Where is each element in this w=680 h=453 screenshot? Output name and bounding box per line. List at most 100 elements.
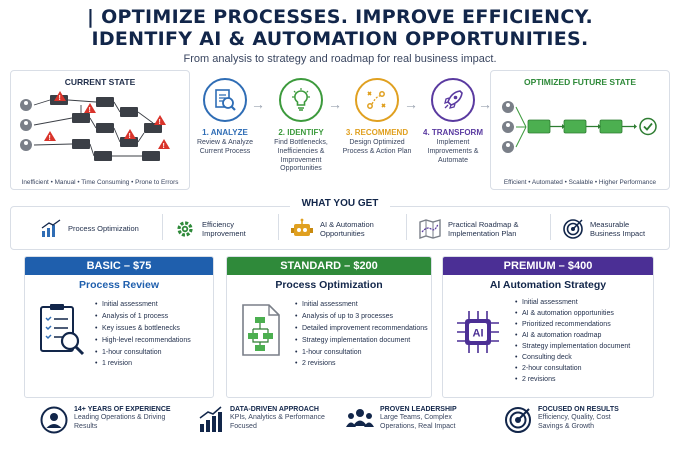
current-state-title: CURRENT STATE (64, 77, 136, 87)
rocket-icon (431, 78, 475, 122)
benefit-efficiency: Efficiency Improvement (174, 214, 264, 244)
benefit-label: Practical Roadmap & Implementation Plan (448, 219, 519, 238)
benefit-process-optimization: Process Optimization (40, 214, 150, 244)
process-document-icon (239, 301, 289, 366)
feature-item: 1-hour consultation (295, 349, 429, 358)
messy-process-diagram: !!! !!! (20, 91, 170, 161)
clipboard-magnifier-icon (37, 301, 87, 366)
map-icon (419, 219, 441, 239)
feature-item: High-level recommendations (95, 337, 213, 346)
headline-line-2: IDENTIFY AI & AUTOMATION OPPORTUNITIES. (91, 28, 589, 50)
feature-item: Strategy implementation document (295, 337, 429, 346)
credential-text: Leading Operations & Driving Results (74, 414, 166, 430)
svg-text:!: ! (49, 135, 51, 142)
feature-item: 1-hour consultation (95, 349, 213, 358)
arrow-icon: → (328, 96, 342, 112)
feature-item: Detailed improvement recommendations (295, 325, 429, 334)
feature-item: 2-hour consultation (515, 365, 653, 374)
svg-text:!: ! (89, 107, 91, 114)
step-description: Find Bottlenecks, Inefficiencies & Impro… (274, 139, 328, 173)
divider (278, 214, 279, 240)
feature-item: Consulting deck (515, 354, 653, 363)
step-description: Review & Analyze Current Process (196, 139, 254, 155)
divider (550, 214, 551, 240)
package-features: Initial assessment AI & automation oppor… (515, 299, 653, 387)
package-name: AI Automation Strategy (489, 279, 607, 291)
headline-subtitle: From analysis to strategy and roadmap fo… (183, 53, 497, 65)
package-name: Process Optimization (275, 279, 383, 291)
svg-text:!: ! (159, 119, 161, 126)
arrow-icon: → (404, 96, 418, 112)
package-name: Process Review (79, 279, 159, 291)
package-features: Initial assessment Analysis of 1 process… (95, 301, 213, 372)
svg-text:AI: AI (473, 328, 484, 340)
future-state-footer: Efficient • Automated • Scalable • Highe… (503, 179, 657, 186)
package-basic[interactable]: BASIC – $75 Process Review Initial asses… (24, 256, 214, 398)
benefit-roadmap: Practical Roadmap & Implementation Plan (418, 214, 538, 244)
credential-text: Large Teams, Complex Operations, Real Im… (380, 414, 456, 430)
person-icon (40, 406, 68, 434)
chart-icon (41, 219, 61, 237)
divider (406, 214, 407, 240)
step-transform: 4. TRANSFORM Implement Improvements & Au… (418, 78, 488, 165)
future-state-panel: OPTIMIZED FUTURE STATE Efficient • Autom… (490, 70, 670, 190)
package-header: STANDARD – $200 (227, 257, 431, 275)
step-recommend: 3. RECOMMEND Design Optimized Process & … (342, 78, 412, 157)
current-state-panel: CURRENT STATE !!! !!! Ineff (10, 70, 190, 190)
svg-text:!: ! (129, 133, 131, 140)
feature-item: Analysis of up to 3 processes (295, 313, 429, 322)
benefit-label: Process Optimization (68, 224, 139, 234)
feature-item: Strategy implementation document (515, 343, 653, 352)
robot-icon (291, 218, 313, 236)
headline-line-1: | OPTIMIZE PROCESSES. IMPROVE EFFICIENCY… (86, 6, 594, 28)
arrow-icon: → (478, 96, 492, 112)
process-steps: 1. ANALYZE Review & Analyze Current Proc… (190, 78, 492, 190)
benefit-label: Efficiency Improvement (202, 219, 246, 238)
benefit-ai-automation: AI & Automation Opportunities (290, 214, 400, 244)
step-title: 3. RECOMMEND (345, 128, 409, 137)
feature-item: AI & automation opportunities (515, 310, 653, 319)
package-premium[interactable]: PREMIUM – $400 AI Automation Strategy AI… (442, 256, 654, 398)
step-title: 4. TRANSFORM (423, 128, 483, 137)
credential-text: KPIs, Analytics & Performance Focused (230, 414, 325, 430)
credential-text: Efficiency, Quality, Cost Savings & Grow… (538, 414, 611, 430)
target-icon (563, 219, 583, 239)
package-header: BASIC – $75 (25, 257, 213, 275)
credential-heading: PROVEN LEADERSHIP (380, 406, 457, 413)
package-features: Initial assessment Analysis of up to 3 p… (295, 301, 429, 372)
arrow-icon: → (251, 96, 265, 112)
divider (162, 214, 163, 240)
credential-heading: DATA-DRIVEN APPROACH (230, 406, 319, 413)
feature-item: 2 revisions (295, 360, 429, 369)
magnifier-doc-icon (203, 78, 247, 122)
lightbulb-icon (279, 78, 323, 122)
step-identify: 2. IDENTIFY Find Bottlenecks, Inefficien… (266, 78, 336, 174)
benefit-label: AI & Automation Opportunities (320, 219, 374, 238)
strategy-icon (355, 78, 399, 122)
credential-heading: 14+ YEARS OF EXPERIENCE (74, 406, 171, 413)
target-icon (505, 407, 531, 433)
ai-chip-icon: AI (451, 305, 505, 364)
feature-item: AI & automation roadmap (515, 332, 653, 341)
growth-chart-icon (199, 406, 222, 432)
package-standard[interactable]: STANDARD – $200 Process Optimization Ini… (226, 256, 432, 398)
feature-item: Analysis of 1 process (95, 313, 213, 322)
feature-item: 2 revisions (515, 376, 653, 385)
feature-item: 1 revision (95, 360, 213, 369)
what-you-get-title: WHAT YOU GET (290, 198, 390, 209)
future-state-title: OPTIMIZED FUTURE STATE (523, 77, 637, 87)
step-analyze: 1. ANALYZE Review & Analyze Current Proc… (190, 78, 260, 157)
step-description: Design Optimized Process & Action Plan (342, 139, 412, 155)
gear-icon (177, 221, 193, 237)
feature-item: Initial assessment (95, 301, 213, 310)
package-header: PREMIUM – $400 (443, 257, 653, 275)
feature-item: Key issues & bottlenecks (95, 325, 213, 334)
step-title: 2. IDENTIFY (278, 128, 324, 137)
feature-item: Initial assessment (515, 299, 653, 308)
feature-item: Initial assessment (295, 301, 429, 310)
streamlined-process-diagram (502, 101, 657, 153)
